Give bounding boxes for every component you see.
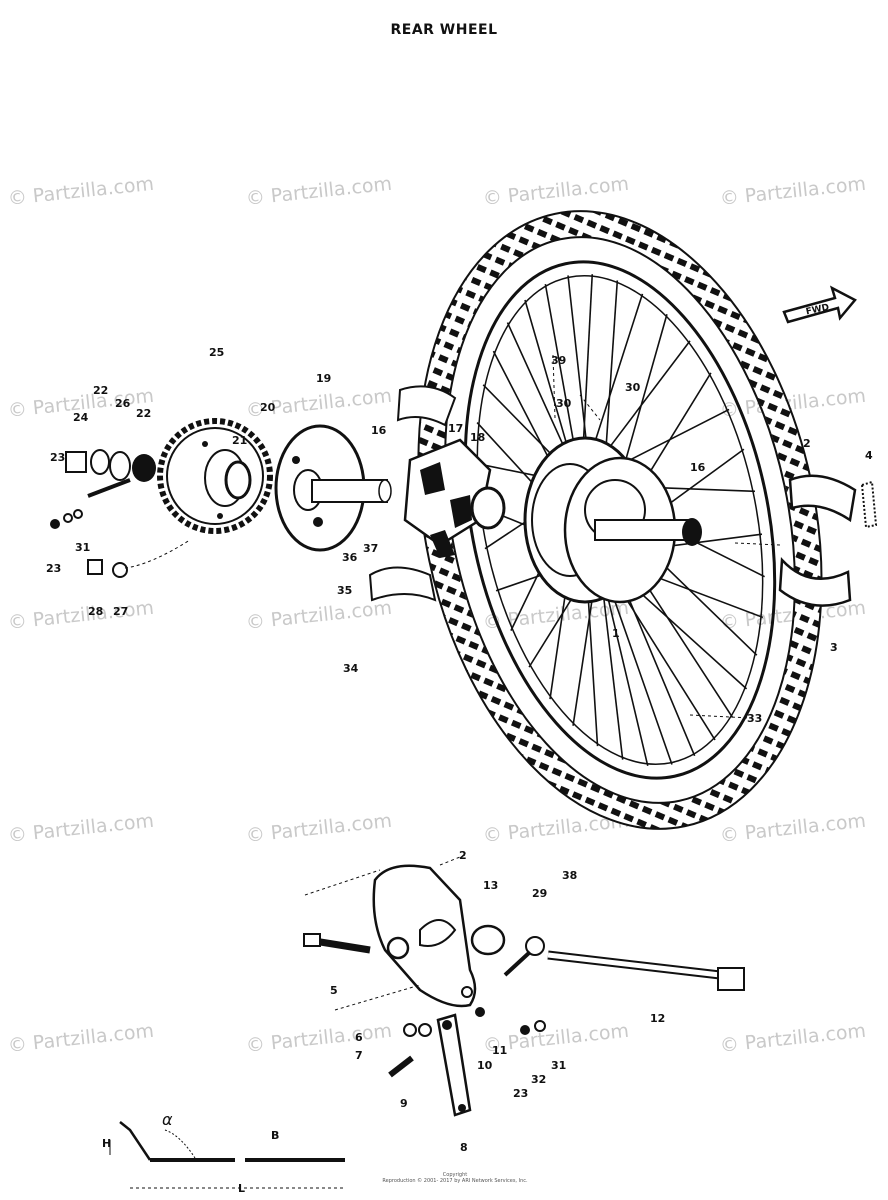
hub bbox=[523, 436, 702, 604]
callout-number: 23 bbox=[46, 562, 62, 575]
callout-number: 30 bbox=[556, 397, 572, 410]
callout-number: 25 bbox=[209, 346, 225, 359]
chain-adjuster bbox=[503, 936, 545, 977]
callout-number: 16 bbox=[371, 424, 387, 437]
sprocket-nut-stack bbox=[50, 449, 156, 578]
leader-lines bbox=[124, 354, 781, 1011]
rear-sprocket bbox=[157, 418, 273, 534]
callout-number: 31 bbox=[551, 1059, 567, 1072]
copyright-notice: Copyright Reproduction © 2001- 2017 by A… bbox=[380, 1172, 530, 1184]
copyright-line: Copyright bbox=[442, 1172, 468, 1178]
callout-number: 23 bbox=[513, 1087, 529, 1100]
brake-panel bbox=[372, 864, 477, 1008]
rear-axle bbox=[547, 950, 745, 991]
callout-number: 4 bbox=[865, 449, 873, 462]
brake-arm bbox=[388, 1007, 546, 1117]
forward-arrow-label: FWD bbox=[805, 303, 830, 318]
callout-number: 27 bbox=[113, 605, 129, 618]
callout-number: 1 bbox=[612, 627, 620, 640]
callout-number: 7 bbox=[355, 1049, 363, 1062]
dimension-b: B bbox=[271, 1129, 280, 1142]
callout-number: 3 bbox=[830, 641, 838, 654]
callout-number: 36 bbox=[342, 551, 358, 564]
callout-number: 22 bbox=[93, 384, 109, 397]
dimension-l: L bbox=[238, 1182, 246, 1195]
callout-number: 8 bbox=[460, 1141, 468, 1154]
callout-number: 34 bbox=[343, 662, 359, 675]
callout-number: 12 bbox=[650, 1012, 666, 1025]
callout-number: 37 bbox=[363, 542, 379, 555]
bearing bbox=[470, 486, 506, 530]
callout-number: 22 bbox=[136, 407, 152, 420]
callout-number: 17 bbox=[448, 422, 464, 435]
callout-number: 38 bbox=[562, 869, 578, 882]
callout-number: 29 bbox=[532, 887, 548, 900]
copyright-line: Reproduction © 2001- 2017 by ARI Network… bbox=[382, 1178, 528, 1184]
dimension-h: H bbox=[102, 1137, 112, 1150]
diagram-title: REAR WHEEL bbox=[390, 22, 498, 38]
callout-number: 21 bbox=[232, 434, 248, 447]
callout-number: 2 bbox=[803, 437, 811, 450]
sprocket-drum bbox=[274, 424, 392, 552]
callout-number: 10 bbox=[477, 1059, 493, 1072]
callout-number: 5 bbox=[330, 984, 338, 997]
dimension-alpha: α bbox=[162, 1110, 173, 1129]
callout-number: 2 bbox=[459, 849, 467, 862]
callout-number: 16 bbox=[690, 461, 706, 474]
callout-number: 32 bbox=[531, 1073, 547, 1086]
brake-camshaft bbox=[303, 933, 371, 954]
callout-number: 18 bbox=[470, 431, 486, 444]
callout-number: 13 bbox=[483, 879, 499, 892]
spacer bbox=[470, 924, 506, 956]
callout-number: 39 bbox=[551, 354, 567, 367]
callout-number: 31 bbox=[75, 541, 91, 554]
callout-number: 30 bbox=[625, 381, 641, 394]
callout-number: 24 bbox=[73, 411, 89, 424]
callout-number: 6 bbox=[355, 1031, 363, 1044]
rim-band bbox=[396, 385, 457, 427]
brake-shoes bbox=[778, 474, 878, 607]
callout-number: 33 bbox=[747, 712, 763, 725]
callout-number: 28 bbox=[88, 605, 104, 618]
callout-number: 35 bbox=[337, 584, 353, 597]
callout-number: 23 bbox=[50, 451, 66, 464]
callout-number: 20 bbox=[260, 401, 276, 414]
callout-number: 19 bbox=[316, 372, 332, 385]
callout-number: 26 bbox=[115, 397, 131, 410]
adjustment-detail bbox=[109, 1121, 345, 1189]
tube-section bbox=[368, 566, 437, 602]
forward-arrow: FWD bbox=[782, 285, 857, 324]
callout-number: 11 bbox=[492, 1044, 508, 1057]
callout-number: 9 bbox=[400, 1097, 408, 1110]
